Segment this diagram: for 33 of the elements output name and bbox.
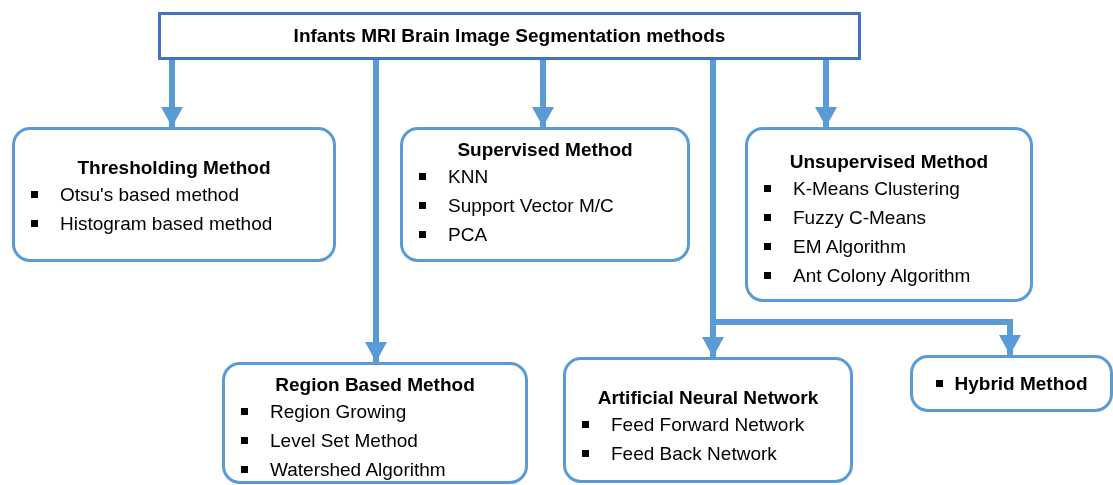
title-box bbox=[158, 12, 861, 60]
list-item: Feed Forward Network bbox=[611, 413, 805, 437]
arrow bbox=[815, 60, 837, 127]
method-box bbox=[400, 127, 690, 262]
method-heading: Artificial Neural Network bbox=[596, 386, 820, 410]
arrow bbox=[710, 60, 1021, 355]
method-heading: Unsupervised Method bbox=[788, 150, 990, 174]
method-heading: Supervised Method bbox=[456, 138, 634, 162]
list-item: Fuzzy C-Means bbox=[793, 206, 927, 230]
list-item: Level Set Method bbox=[270, 429, 418, 453]
method-box bbox=[222, 362, 528, 484]
list-item: EM Algorithm bbox=[793, 235, 906, 259]
list-item: Watershed Algorithm bbox=[270, 458, 446, 482]
arrow bbox=[365, 60, 387, 362]
method-heading: Region Based Method bbox=[274, 373, 476, 397]
method-heading: Thresholding Method bbox=[76, 156, 272, 180]
list-item: Support Vector M/C bbox=[448, 194, 614, 218]
method-box bbox=[745, 127, 1033, 302]
list-item: K-Means Clustering bbox=[793, 177, 960, 201]
method-box bbox=[563, 357, 853, 483]
method-box bbox=[910, 355, 1113, 412]
arrow bbox=[161, 60, 183, 127]
list-item: PCA bbox=[448, 223, 488, 247]
list-item: Otsu's based method bbox=[60, 183, 239, 207]
arrow bbox=[532, 60, 554, 127]
method-heading: Hybrid Method bbox=[954, 371, 1088, 396]
method-box bbox=[12, 127, 336, 262]
title: Infants MRI Brain Image Segmentation methods bbox=[293, 24, 726, 48]
list-item: Histogram based method bbox=[60, 212, 273, 236]
list-item: Region Growing bbox=[270, 400, 407, 424]
list-item: KNN bbox=[448, 165, 489, 189]
list-item: Feed Back Network bbox=[611, 442, 777, 466]
list-item: Ant Colony Algorithm bbox=[793, 264, 971, 288]
